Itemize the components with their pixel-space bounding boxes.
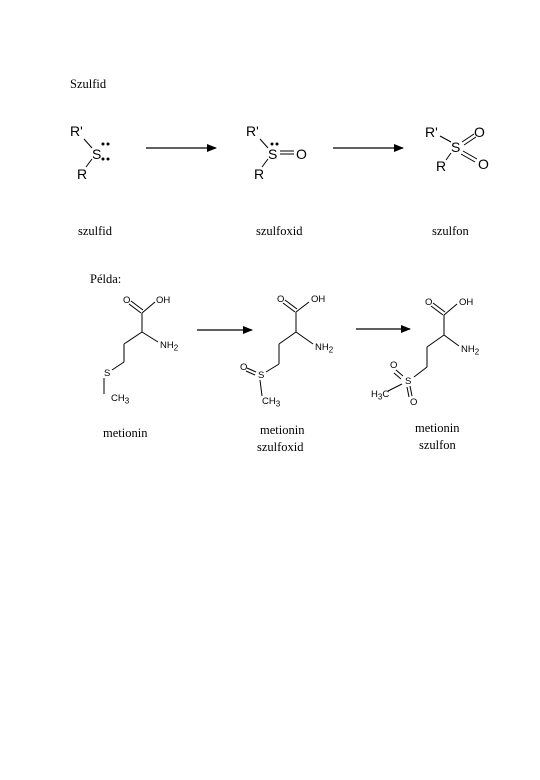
label-metionin-szulfoxid-line2: szulfoxid	[257, 440, 304, 454]
atom-nh2: NH2	[461, 344, 480, 357]
bond	[278, 331, 297, 345]
heading-szulfid: Szulfid	[70, 77, 107, 91]
lone-pair-dot	[106, 157, 110, 161]
bond	[111, 361, 125, 371]
atom-r-prime: R'	[70, 123, 83, 139]
lone-pair-dot	[270, 142, 274, 146]
bond	[265, 363, 280, 373]
sulfoxide-structure: R' S O R	[246, 123, 307, 182]
bond-r-prime-s	[83, 138, 93, 149]
atom-s: S	[92, 146, 101, 162]
atom-o: O	[277, 294, 284, 305]
bond	[443, 303, 458, 316]
bond-s-o-double	[460, 153, 476, 163]
atom-oh: OH	[156, 295, 170, 306]
atom-nh2: NH2	[315, 342, 334, 355]
atom-nh2: NH2	[160, 340, 179, 353]
atom-o: O	[123, 295, 130, 306]
bond	[295, 301, 310, 313]
bond-s-o-double	[463, 136, 477, 146]
bond-s-o-double	[406, 386, 410, 398]
lone-pair-dot	[101, 142, 105, 146]
bond-s-r	[445, 152, 452, 161]
atom-r: R	[436, 158, 446, 174]
label-szulfon: szulfon	[432, 224, 470, 238]
label-szulfid: szulfid	[78, 224, 113, 238]
label-szulfoxid: szulfoxid	[256, 224, 303, 238]
atom-s: S	[451, 139, 460, 155]
bond	[123, 331, 143, 345]
bond	[387, 383, 403, 392]
label-metionin: metionin	[103, 426, 148, 440]
atom-r-prime: R'	[425, 124, 438, 140]
bond	[128, 303, 142, 314]
atom-oh: OH	[459, 297, 473, 308]
bond	[141, 301, 156, 314]
bond	[141, 331, 159, 343]
lone-pair-dot	[101, 157, 105, 161]
atom-ch3: CH3	[111, 393, 130, 406]
bond	[284, 299, 298, 310]
bond	[413, 366, 428, 378]
atom-ch3: CH3	[262, 396, 281, 409]
methionine-sulfoxide-structure: O OH NH2 O S CH3	[240, 294, 334, 409]
atom-h3c: H3C	[371, 389, 389, 402]
bond-s-r	[261, 158, 269, 168]
atom-o: O	[478, 156, 489, 172]
bond	[443, 334, 460, 347]
bond	[432, 302, 446, 313]
atom-s: S	[268, 146, 277, 162]
atom-o: O	[240, 362, 247, 373]
atom-o: O	[390, 360, 397, 371]
sulfide-structure: R' S R	[70, 123, 110, 182]
label-metionin-szulfon-line2: szulfon	[419, 438, 457, 452]
bond-s-o-double	[245, 370, 256, 376]
atom-o: O	[474, 124, 485, 140]
atom-o: O	[425, 297, 432, 308]
bond	[295, 331, 314, 345]
bond-s-o-double	[462, 150, 478, 160]
bond-s-o-double	[393, 372, 402, 380]
atom-o: O	[296, 146, 307, 162]
bond-r-prime-s	[439, 135, 452, 143]
bond-s-o-double	[461, 133, 475, 143]
atom-s: S	[258, 370, 264, 381]
bond	[282, 302, 296, 313]
bond-r-prime-s	[259, 138, 269, 149]
lone-pair-dot	[275, 142, 279, 146]
label-metionin-szulfoxid-line1: metionin	[260, 423, 305, 437]
atom-r: R	[254, 166, 264, 182]
heading-pelda: Példa:	[90, 272, 121, 286]
bond	[130, 300, 144, 311]
atom-o: O	[410, 397, 417, 408]
bond-s-o-double	[246, 367, 257, 373]
bond	[259, 379, 263, 397]
atom-s: S	[104, 368, 110, 379]
bond	[430, 305, 444, 316]
sulfone-structure: R' S O O R	[425, 124, 489, 174]
bond-s-o-double	[395, 369, 404, 377]
lone-pair-dot	[106, 142, 110, 146]
atom-oh: OH	[311, 294, 325, 305]
methionine-sulfone-structure: O OH NH2 O S O H3C	[371, 297, 480, 408]
label-metionin-szulfon-line1: metionin	[415, 421, 460, 435]
atom-r: R	[77, 166, 87, 182]
methionine-structure: O OH NH2 S CH3	[103, 295, 179, 406]
atom-s: S	[405, 376, 411, 387]
atom-r-prime: R'	[246, 123, 259, 139]
bond-s-r	[85, 158, 93, 168]
bond-s-o-double	[409, 385, 413, 397]
bond	[426, 334, 445, 348]
